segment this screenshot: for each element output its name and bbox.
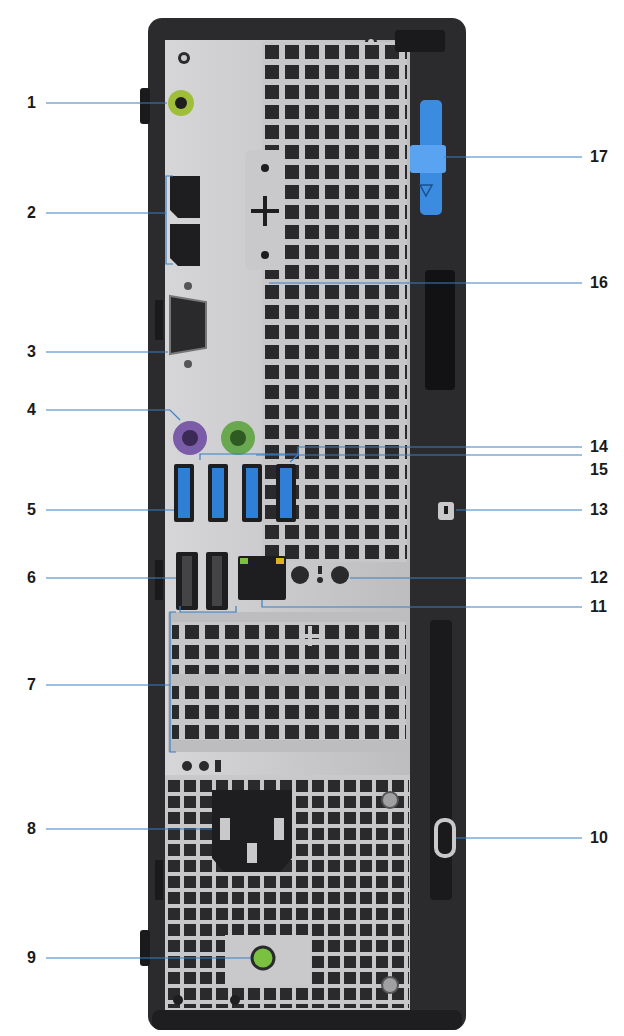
callout-number: 7 bbox=[27, 676, 36, 694]
callout-number: 8 bbox=[27, 820, 36, 838]
callout-number: 2 bbox=[27, 204, 36, 222]
callout-number: 12 bbox=[590, 569, 608, 587]
callout-number: 17 bbox=[590, 148, 608, 166]
callout-number: 10 bbox=[590, 829, 608, 847]
callout-number: 14 bbox=[590, 438, 608, 456]
callout-number: 16 bbox=[590, 274, 608, 292]
callout-number: 3 bbox=[27, 343, 36, 361]
callout-number: 15 bbox=[590, 461, 608, 479]
callout-number: 4 bbox=[27, 401, 36, 419]
callout-number: 9 bbox=[27, 949, 36, 967]
callout-number: 13 bbox=[590, 501, 608, 519]
callout-number: 1 bbox=[27, 94, 36, 112]
callout-number: 5 bbox=[27, 501, 36, 519]
callout-number: 11 bbox=[590, 598, 607, 616]
callout-number: 6 bbox=[27, 569, 36, 587]
